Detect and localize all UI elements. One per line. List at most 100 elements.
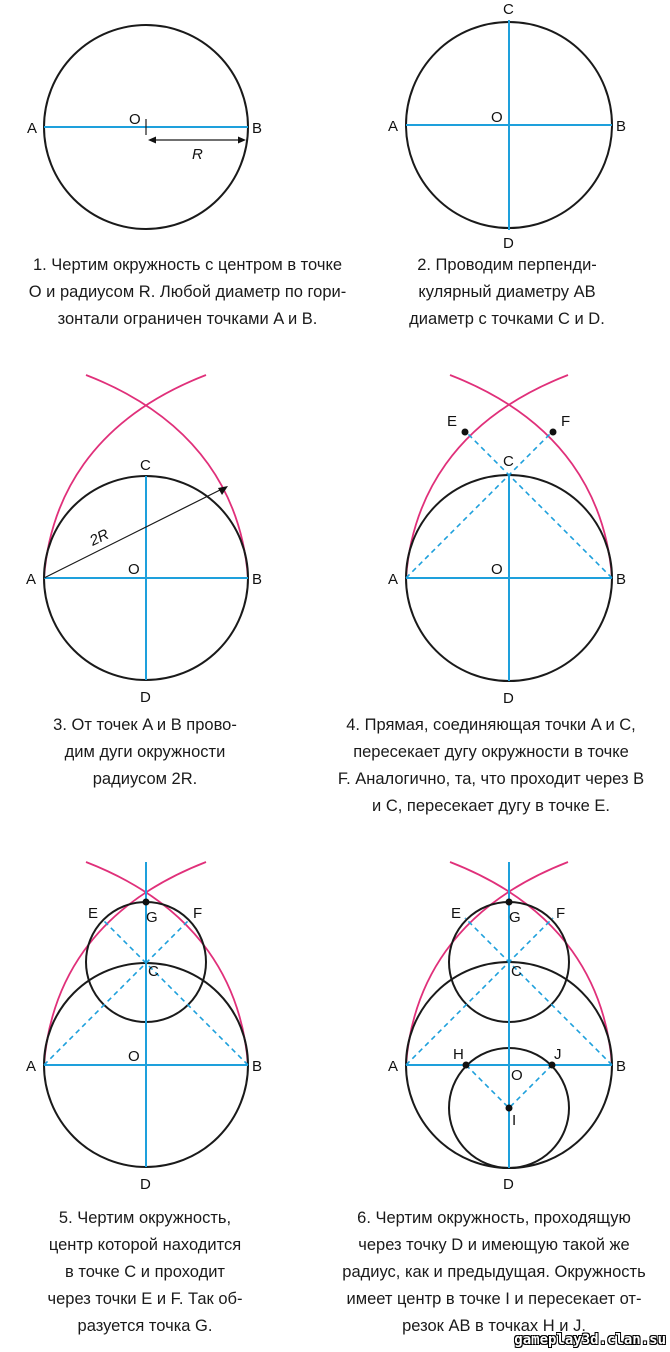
point-e <box>461 428 469 436</box>
label-g: G <box>509 909 521 926</box>
point-h <box>462 1061 470 1069</box>
step-1-svg: A B O R <box>27 24 262 230</box>
step-3-diagram: A B C D O 2R <box>0 360 330 710</box>
label-o: O <box>128 1048 140 1065</box>
arrow-head <box>218 486 228 495</box>
label-a: A <box>26 1058 36 1075</box>
caption-line: кулярный диаметру AB <box>418 283 596 301</box>
label-d: D <box>503 235 514 252</box>
step-2-svg: A B C D O <box>388 1 626 252</box>
label-e: E <box>447 413 457 430</box>
caption-line: 4. Прямая, соединяющая точки A и C, <box>346 716 636 734</box>
caption-line: разуется точка G. <box>77 1317 213 1335</box>
label-c: C <box>503 1 514 18</box>
step-4-diagram: A B C D O E F <box>335 360 670 710</box>
caption-line: 2. Проводим перпенди- <box>417 256 597 274</box>
label-j: J <box>554 1046 562 1063</box>
step-1-diagram: A B O R <box>0 0 330 240</box>
arrow-right-head <box>238 136 246 144</box>
step-6-svg: A B C D O E F G H J I <box>388 861 626 1193</box>
caption-line: дим дуги окружности <box>64 743 226 761</box>
arc-from-a <box>85 861 249 1066</box>
step-4-svg: A B C D O E F <box>388 374 626 707</box>
label-o: O <box>491 109 503 126</box>
label-d: D <box>140 1176 151 1193</box>
label-f: F <box>193 905 202 922</box>
label-b: B <box>616 571 626 588</box>
point-f <box>549 428 557 436</box>
line-hi <box>465 1064 510 1109</box>
caption-line: резок AB в точках H и J. <box>402 1317 586 1335</box>
step-4-caption: 4. Прямая, соединяющая точки A и C, пере… <box>312 712 670 820</box>
step-1-caption: 1. Чертим окружность с центром в точке O… <box>0 252 375 333</box>
step-3-caption: 3. От точек A и B прово- дим дуги окружн… <box>0 712 290 793</box>
caption-line: и C, пересекает дугу в точке E. <box>372 797 610 815</box>
step-6-caption: 6. Чертим окружность, проходящую через т… <box>318 1205 670 1340</box>
label-d: D <box>140 689 151 706</box>
label-o: O <box>129 111 141 128</box>
caption-line: 6. Чертим окружность, проходящую <box>357 1209 631 1227</box>
caption-line: радиусом 2R. <box>92 770 198 788</box>
label-o: O <box>491 561 503 578</box>
label-d: D <box>503 690 514 707</box>
label-b: B <box>252 571 262 588</box>
step-2-diagram: A B C D O <box>335 0 670 260</box>
caption-line: 5. Чертим окружность, <box>58 1209 232 1227</box>
label-c: C <box>140 457 151 474</box>
line-ji <box>508 1064 553 1109</box>
label-o: O <box>511 1067 523 1084</box>
label-d: D <box>503 1176 514 1193</box>
point-g <box>142 898 150 906</box>
label-f: F <box>556 905 565 922</box>
label-a: A <box>388 118 398 135</box>
watermark: gameplay3d.clan.su <box>514 1332 666 1348</box>
label-c: C <box>511 963 522 980</box>
line-ac <box>405 430 554 579</box>
caption-line: через точки E и F. Так об- <box>47 1290 243 1308</box>
line-bc <box>464 430 613 579</box>
label-e: E <box>451 905 461 922</box>
step-3-svg: A B C D O 2R <box>26 374 262 706</box>
label-c: C <box>503 453 514 470</box>
line-ac <box>43 918 191 1066</box>
label-b: B <box>616 118 626 135</box>
label-h: H <box>453 1046 464 1063</box>
arc-from-b <box>43 861 207 1066</box>
label-a: A <box>388 571 398 588</box>
caption-line: 3. От точек A и B прово- <box>53 716 237 734</box>
label-o: O <box>128 561 140 578</box>
caption-line: радиус, как и предыдущая. Окружность <box>342 1263 646 1281</box>
point-i <box>505 1104 513 1112</box>
label-r: R <box>192 146 203 163</box>
radius-2r-line <box>43 487 225 579</box>
caption-line: через точку D и имеющую такой же <box>358 1236 630 1254</box>
arc-from-b <box>43 374 207 579</box>
caption-line: зонтали ограничен точками A и B. <box>57 310 318 328</box>
point-g <box>505 898 513 906</box>
label-a: A <box>27 120 37 137</box>
label-g: G <box>146 909 158 926</box>
label-a: A <box>388 1058 398 1075</box>
step-5-caption: 5. Чертим окружность, центр которой нахо… <box>0 1205 290 1340</box>
caption-line: пересекает дугу окружности в точке <box>353 743 629 761</box>
step-6-diagram: A B C D O E F G H J I <box>335 840 670 1193</box>
line-ac <box>405 917 554 1066</box>
line-bc <box>101 918 249 1066</box>
line-bc <box>464 917 613 1066</box>
label-a: A <box>26 571 36 588</box>
arc-from-a <box>85 374 249 579</box>
caption-line: 1. Чертим окружность с центром в точке <box>32 256 343 274</box>
caption-line: в точке C и проходит <box>65 1263 225 1281</box>
step-5-svg: A B C D O E F G <box>26 861 262 1193</box>
caption-line: диаметр с точками C и D. <box>409 310 605 328</box>
step-2-caption: 2. Проводим перпенди- кулярный диаметру … <box>382 252 632 333</box>
arrow-left-head <box>148 136 156 144</box>
step-5-diagram: A B C D O E F G <box>0 840 330 1193</box>
caption-line: O и радиусом R. Любой диаметр по гори- <box>28 283 347 301</box>
caption-line: F. Аналогично, та, что проходит через B <box>337 770 645 788</box>
label-b: B <box>252 1058 262 1075</box>
point-j <box>548 1061 556 1069</box>
caption-line: центр которой находится <box>48 1236 242 1254</box>
label-i: I <box>512 1112 516 1129</box>
label-f: F <box>561 413 570 430</box>
